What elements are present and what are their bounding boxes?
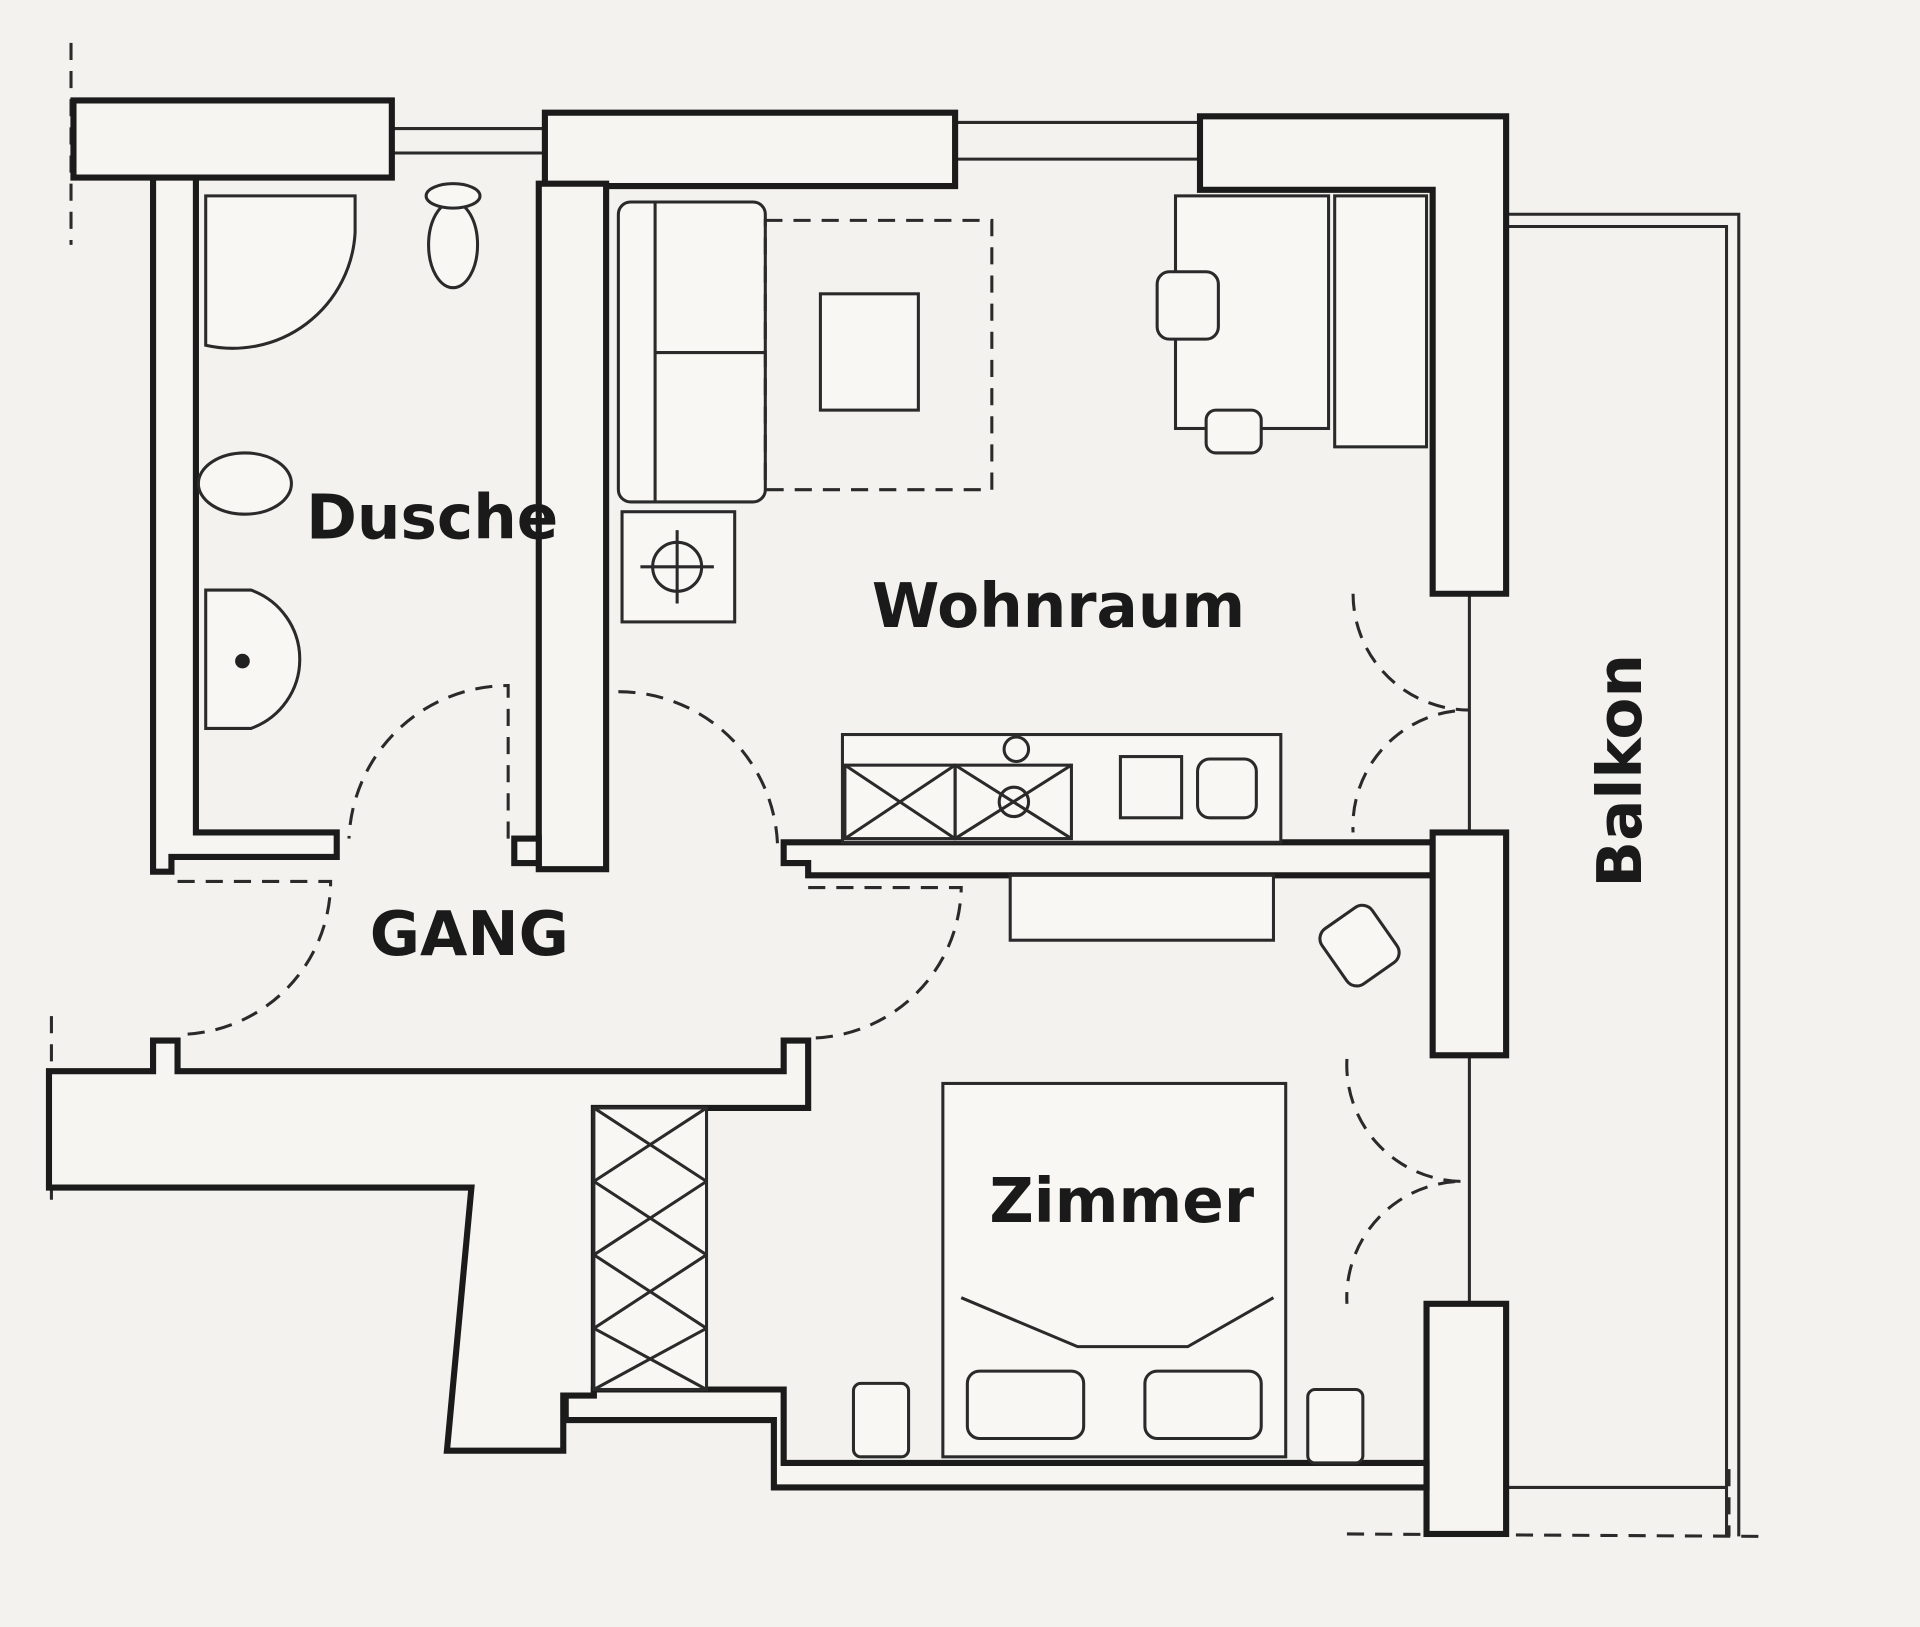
balcony-outline xyxy=(1467,212,1741,1537)
room-label-zimmer: Zimmer xyxy=(989,1166,1254,1237)
doors xyxy=(177,593,1470,1304)
room-label-gang: GANG xyxy=(370,899,569,970)
coffee-table xyxy=(818,292,920,412)
bedroom-furniture xyxy=(592,873,1401,1465)
room-label-balkon: Balkon xyxy=(1585,654,1656,888)
chair-bedroom xyxy=(1318,903,1401,988)
room-label-dusche: Dusche xyxy=(306,483,558,554)
wardrobe xyxy=(592,1106,709,1392)
living-furniture xyxy=(616,194,1429,844)
shelf xyxy=(1333,194,1429,449)
room-label-wohnraum: Wohnraum xyxy=(872,571,1245,642)
windows xyxy=(391,120,1200,161)
bathroom-fixtures xyxy=(196,182,482,730)
walls xyxy=(45,97,1510,1538)
rug xyxy=(763,218,994,492)
nightstand xyxy=(851,1381,911,1459)
kitchen-counter xyxy=(840,733,1283,844)
bidet xyxy=(196,451,293,516)
shower-tray xyxy=(204,194,357,350)
desk-bedroom xyxy=(1008,873,1275,942)
toilet xyxy=(427,200,480,290)
washbasin xyxy=(204,588,302,730)
chair xyxy=(1155,270,1220,341)
